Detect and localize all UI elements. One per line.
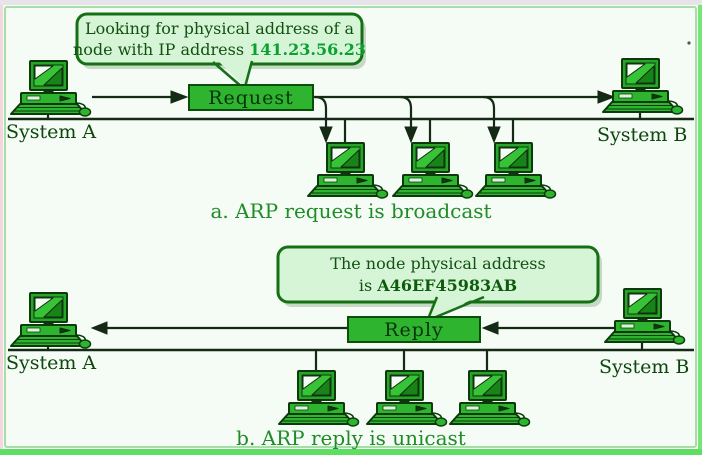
inner-frame bbox=[4, 6, 697, 448]
arrowhead-icon bbox=[597, 90, 616, 104]
broadcast-branch-3 bbox=[482, 95, 496, 128]
caption-a: a. ARP request is broadcast bbox=[210, 199, 492, 223]
bubble-b-text: The node physical address is A46EF45983A… bbox=[278, 247, 598, 302]
arrowhead-icon bbox=[487, 126, 501, 144]
section-b-graphics bbox=[8, 245, 694, 427]
broadcast-branch-1 bbox=[314, 95, 328, 128]
right-border-strip bbox=[698, 5, 702, 455]
section-a-graphics bbox=[8, 12, 694, 199]
desktop-computer-icon bbox=[278, 370, 360, 427]
arrowhead-icon bbox=[170, 90, 189, 104]
arrowhead-icon bbox=[90, 321, 108, 335]
request-packet-label: Request bbox=[208, 86, 294, 109]
arrowhead-icon bbox=[404, 126, 418, 144]
desktop-computer-icon bbox=[602, 58, 684, 115]
bubble-b-line1: The node physical address bbox=[330, 254, 546, 274]
reply-packet-box: Reply bbox=[347, 316, 481, 343]
desktop-computer-icon bbox=[475, 142, 557, 199]
arrowhead-icon bbox=[481, 321, 499, 335]
bubble-a-text: Looking for physical address of a node w… bbox=[73, 14, 366, 64]
request-packet-box: Request bbox=[188, 84, 314, 111]
bubble-a-body bbox=[75, 12, 364, 66]
bottom-border-strip bbox=[0, 449, 702, 455]
stray-dot bbox=[687, 41, 691, 45]
reply-packet-label: Reply bbox=[384, 318, 444, 341]
ip-address-value: 141.23.56.23 bbox=[249, 40, 367, 59]
bubble-a-line2: node with IP address 141.23.56.23 bbox=[72, 40, 367, 59]
bubble-a-line1: Looking for physical address of a bbox=[84, 18, 355, 38]
desktop-computer-icon bbox=[10, 292, 92, 349]
system-a-label-bottom: System A bbox=[6, 352, 97, 374]
desktop-computer-icon bbox=[449, 370, 531, 427]
desktop-computer-icon bbox=[604, 288, 686, 345]
broadcast-branch-2 bbox=[399, 95, 413, 128]
desktop-computer-icon bbox=[307, 142, 389, 199]
top-border-strip bbox=[0, 0, 702, 5]
system-b-label-top: System B bbox=[597, 124, 688, 146]
mac-address-value: A46EF45983AB bbox=[377, 275, 518, 295]
left-border-strip bbox=[0, 5, 3, 455]
system-b-label-bottom: System B bbox=[599, 356, 690, 378]
bubble-b-line2: is A46EF45983AB bbox=[358, 275, 518, 295]
desktop-computer-icon bbox=[392, 142, 474, 199]
desktop-computer-icon bbox=[10, 60, 92, 117]
arrowhead-icon bbox=[319, 126, 333, 144]
caption-b: b. ARP reply is unicast bbox=[236, 426, 466, 450]
desktop-computer-icon bbox=[366, 370, 448, 427]
system-a-label-top: System A bbox=[6, 121, 97, 143]
bubble-a-tail bbox=[215, 58, 252, 87]
